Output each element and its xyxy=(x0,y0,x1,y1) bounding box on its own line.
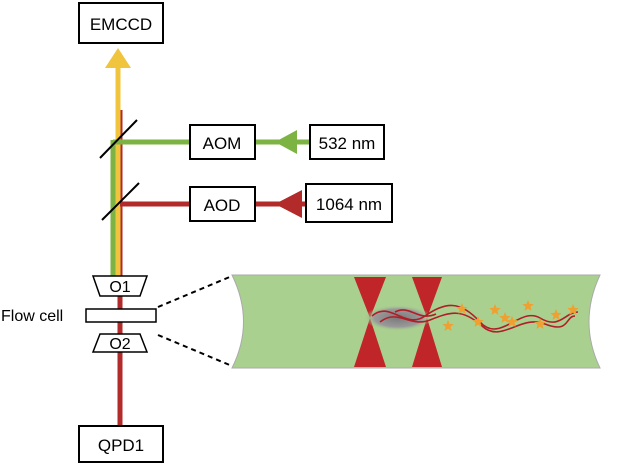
dna-strand-2 xyxy=(379,312,576,333)
emccd-label: EMCCD xyxy=(90,15,152,34)
fluorophore-star xyxy=(522,300,534,311)
fluorophore-star xyxy=(489,304,501,315)
zoom-line-top xyxy=(157,275,233,308)
fluorophore-star xyxy=(550,309,562,320)
fluorophore-star xyxy=(472,316,484,327)
fluorophore-star xyxy=(534,318,546,329)
laser-1064-box: 1064 nm xyxy=(305,183,393,223)
zoom-line-bottom xyxy=(157,334,233,367)
fluorophore-star xyxy=(499,312,511,323)
objective-top-label: O1 xyxy=(109,279,130,296)
aod-box: AOD xyxy=(189,186,256,222)
qpd-label: QPD1 xyxy=(98,436,144,455)
green-arrow-head xyxy=(275,130,297,154)
fluorophore-markers xyxy=(442,300,579,331)
red-arrow-head xyxy=(275,190,302,218)
objective-bottom: O2 xyxy=(91,333,149,353)
optical-trap-right xyxy=(412,277,442,367)
fluorophore-star xyxy=(442,320,454,331)
dichroic-mirror-bottom xyxy=(101,182,140,221)
fluorophore-star xyxy=(456,303,468,314)
flow-cell-slide xyxy=(85,308,157,323)
aod-label: AOD xyxy=(204,196,241,215)
dna-strand-3 xyxy=(394,309,437,317)
optical-trap-left xyxy=(354,277,386,367)
laser-532-label: 532 nm xyxy=(319,134,376,153)
qpd-box: QPD1 xyxy=(78,425,164,463)
yellow-arrow-head xyxy=(105,48,131,68)
dichroic-mirror-top xyxy=(99,119,138,159)
aom-label: AOM xyxy=(203,134,242,153)
fluorophore-star xyxy=(567,304,579,315)
flow-cell-label: Flow cell xyxy=(1,308,63,325)
laser-1064-label: 1064 nm xyxy=(316,195,382,214)
laser-532-box: 532 nm xyxy=(309,124,385,160)
objective-top: O1 xyxy=(91,275,149,297)
aom-box: AOM xyxy=(189,124,256,160)
objective-bottom-label: O2 xyxy=(109,336,130,353)
fluorophore-star xyxy=(506,316,518,327)
emccd-box: EMCCD xyxy=(78,2,164,44)
